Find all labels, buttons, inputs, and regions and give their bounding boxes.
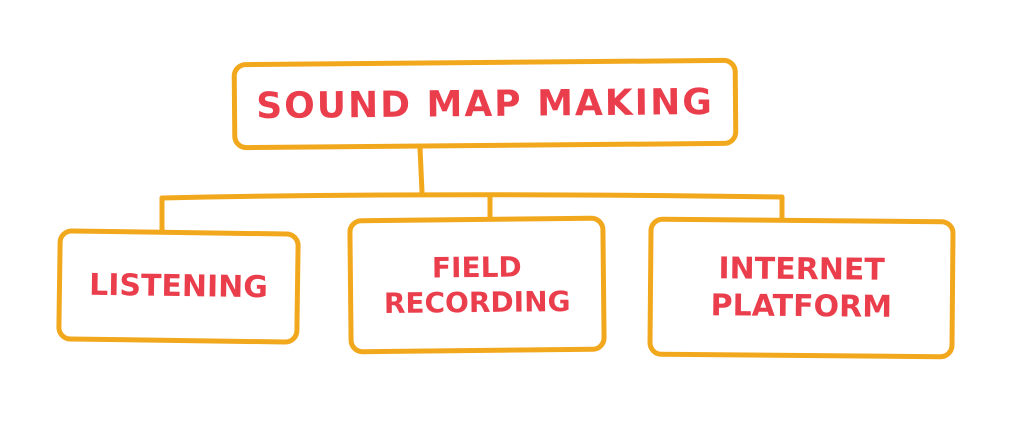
node-label: Field Recording bbox=[383, 250, 571, 320]
node-field-recording: Field Recording bbox=[347, 215, 607, 355]
node-listening: Listening bbox=[56, 228, 301, 345]
node-label: Listening bbox=[88, 267, 269, 305]
horizontal-connector bbox=[159, 192, 785, 201]
node-label: Internet Platform bbox=[710, 250, 893, 325]
node-internet-platform: Internet Platform bbox=[647, 216, 956, 360]
root-node: Sound Map Making bbox=[231, 57, 739, 151]
root-connector bbox=[417, 145, 425, 195]
root-label: Sound Map Making bbox=[256, 81, 714, 127]
